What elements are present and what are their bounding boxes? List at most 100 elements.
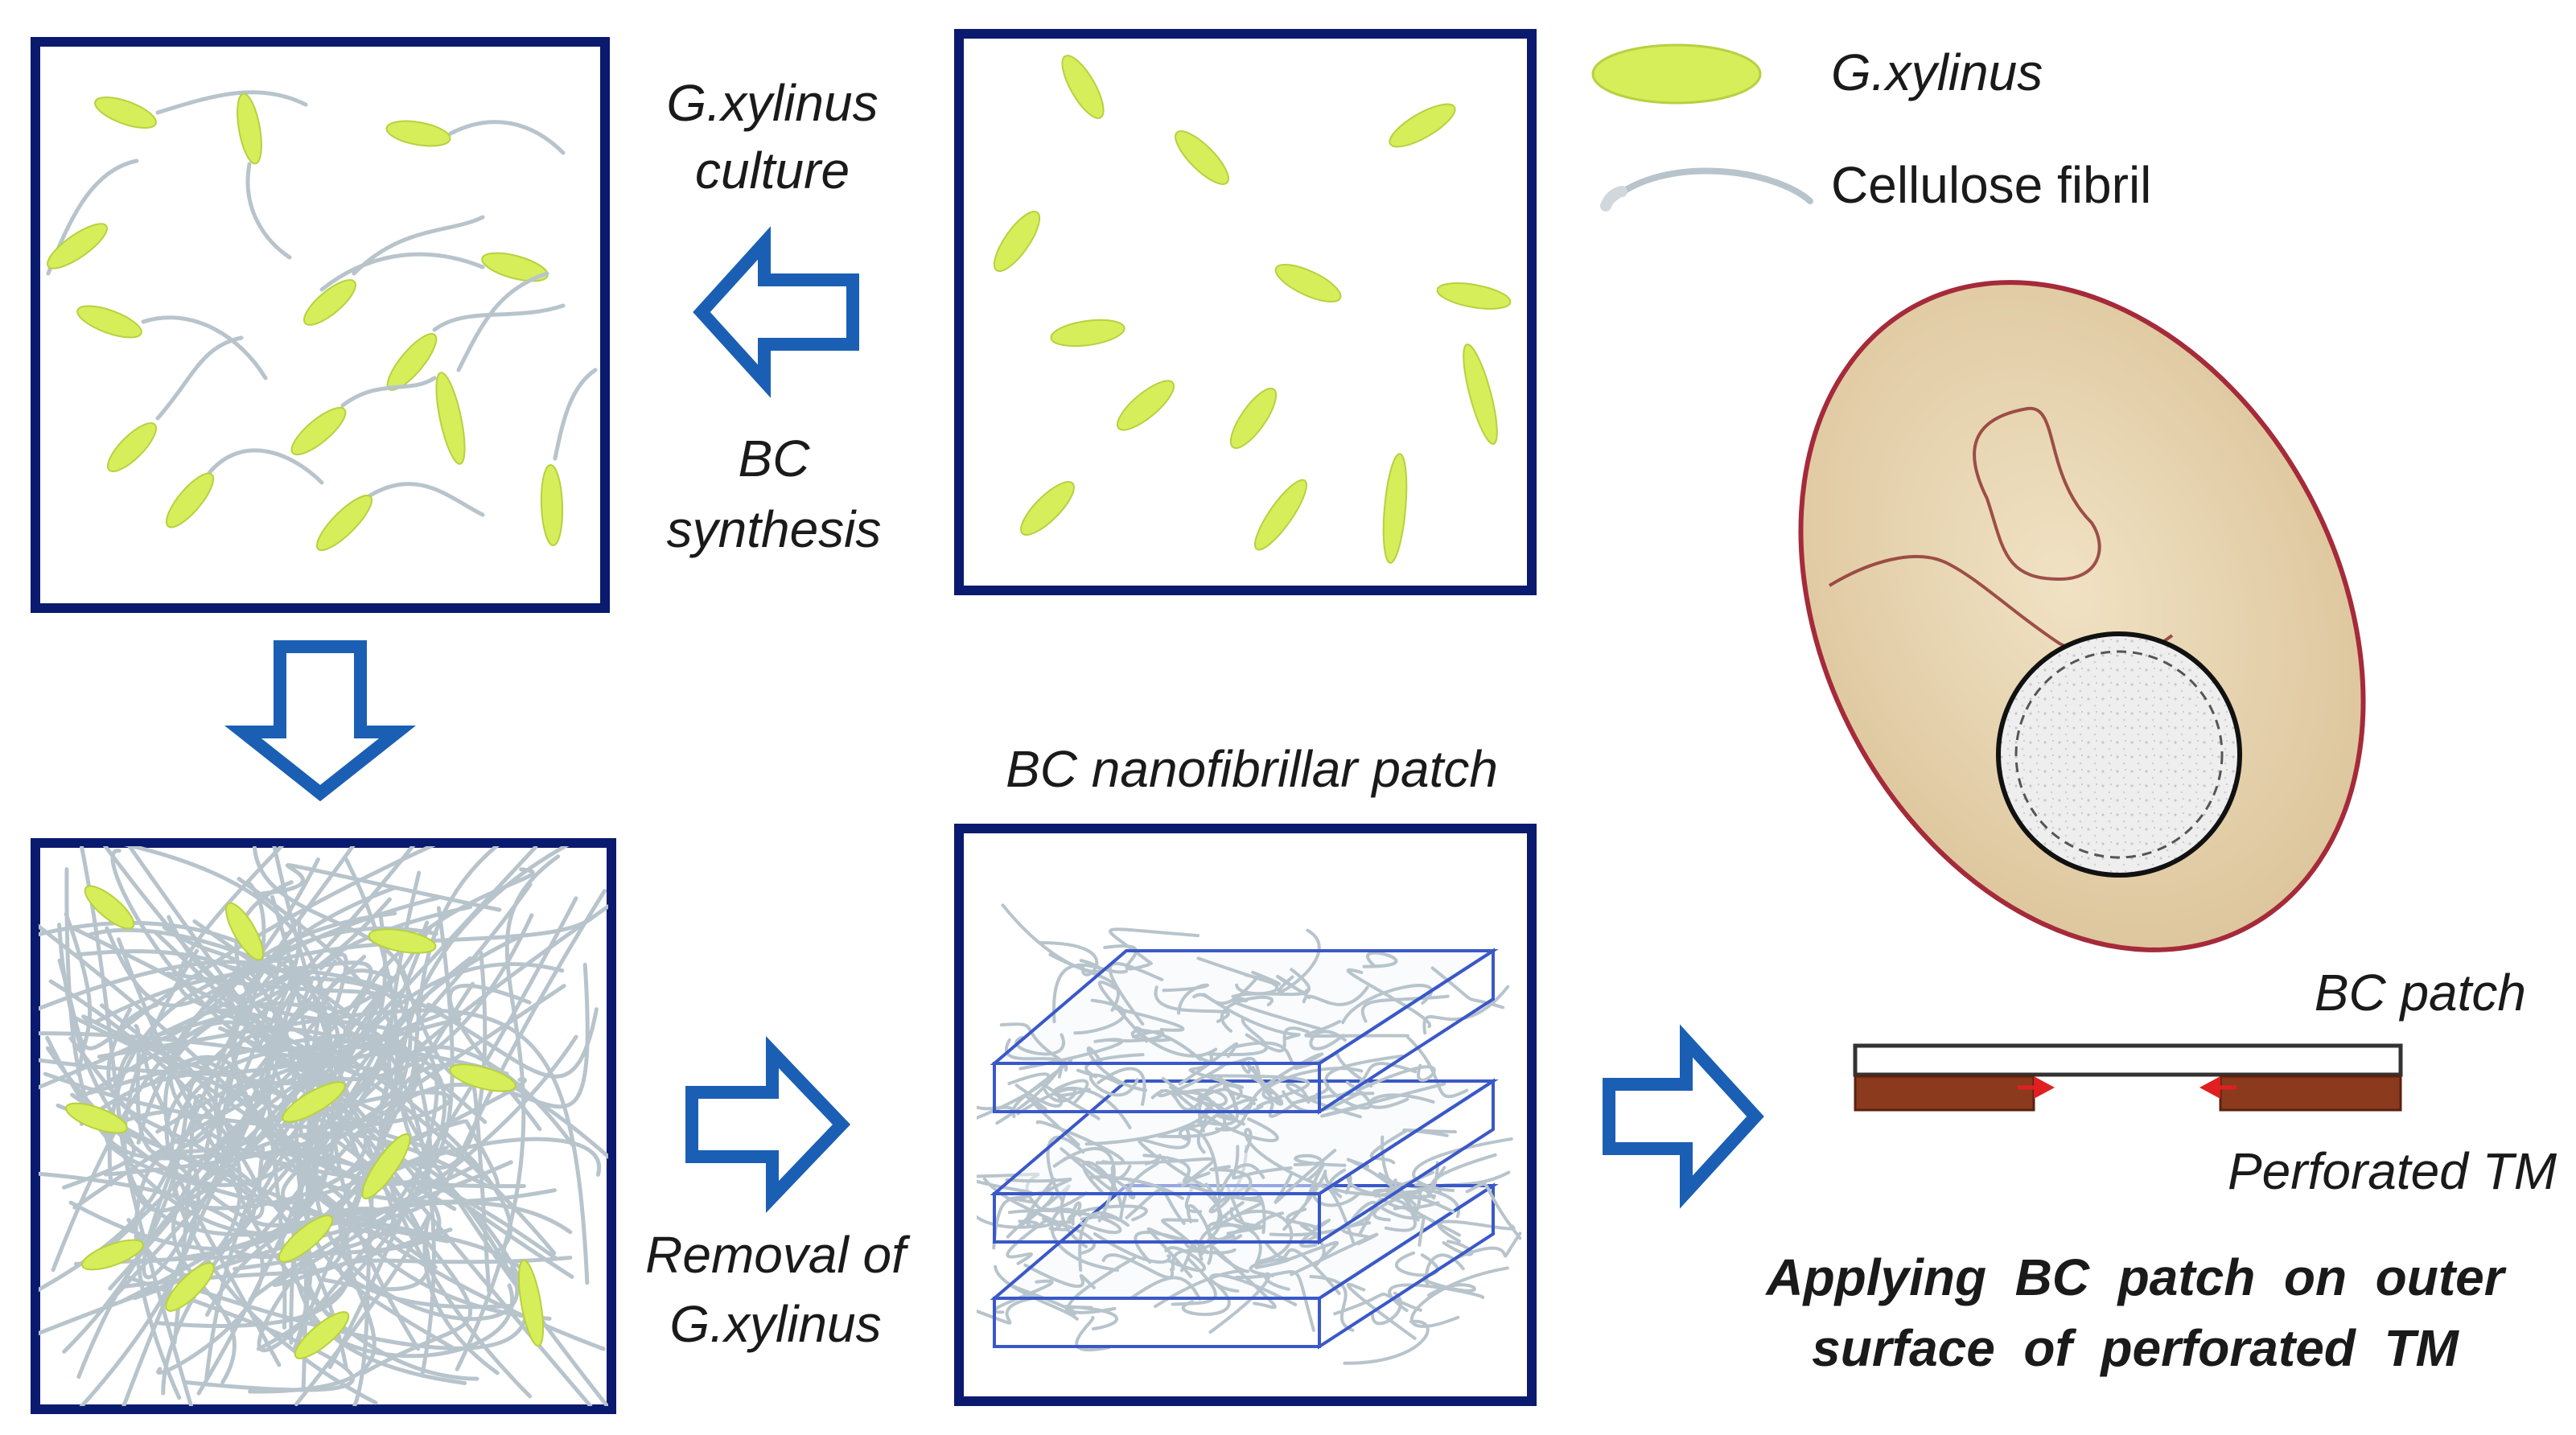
- cellulose-fibril: [1299, 1219, 1331, 1248]
- cellulose-fibril: [553, 368, 598, 461]
- cellulose-fibril: [261, 863, 502, 912]
- panel-bacteria: [954, 29, 1537, 595]
- label-culture-line1: G.xylinus: [666, 74, 878, 132]
- bacteria-group: [993, 55, 1512, 564]
- tympanic-membrane: [1798, 280, 2366, 952]
- cellulose-fibril: [352, 215, 485, 276]
- cellulose-fibril: [1277, 928, 1321, 993]
- tm-layer-left: [1854, 1075, 2035, 1112]
- legend-item-bacterium: G.xylinus: [1591, 43, 2043, 105]
- label-perforated-tm: Perforated TM: [2228, 1142, 2557, 1200]
- cellulose-fibril: [1232, 968, 1311, 998]
- cellulose-fibril: [1409, 1266, 1509, 1328]
- fibril-icon: [1603, 167, 1813, 209]
- cellulose-fibril: [1053, 1079, 1089, 1105]
- bacterium-icon: [84, 885, 135, 930]
- perforation-edge: [2014, 650, 2224, 859]
- cellulose-fibril: [999, 1022, 1068, 1065]
- cellulose-fibril: [1016, 1088, 1077, 1116]
- cellulose-fibril: [72, 1051, 447, 1351]
- marker-right-icon: [2199, 1076, 2220, 1099]
- bacterium-icon: [540, 464, 564, 546]
- bacterium-icon: [165, 472, 215, 528]
- label-removal: Removal of G.xylinus: [645, 1226, 911, 1353]
- cellulose-fibril: [977, 1297, 1035, 1325]
- cellulose-fibril: [1388, 1283, 1485, 1313]
- cellulose-fibril: [1212, 1245, 1277, 1310]
- cellulose-fibril: [1089, 1073, 1139, 1097]
- bacterium-icon: [294, 1311, 350, 1359]
- panel-culture-fibrils: [31, 37, 610, 613]
- cellulose-fibril: [455, 854, 561, 1371]
- cellulose-fibril: [319, 252, 485, 292]
- bacterium-icon: [517, 1259, 545, 1347]
- cellulose-fibril: [456, 271, 549, 372]
- slab-outline: [1318, 1078, 1495, 1245]
- cellulose-fibril: [1385, 1188, 1407, 1211]
- bacterium-icon: [993, 210, 1041, 273]
- bacterium-icon: [65, 1102, 128, 1134]
- eardrum-details: [1828, 406, 2242, 878]
- bacterium-icon: [1436, 282, 1512, 310]
- cellulose-fibril: [1134, 1026, 1218, 1058]
- cellulose-fibril: [1309, 1030, 1347, 1051]
- cellulose-fibril: [448, 120, 566, 155]
- cellulose-fibril: [1215, 1101, 1253, 1132]
- cellulose-fibril: [1052, 963, 1128, 1024]
- bacterium-icon: [107, 422, 157, 472]
- cellulose-fibril: [257, 896, 578, 1353]
- cellulose-fibril: [1290, 1092, 1375, 1105]
- bacterium-icon: [481, 252, 549, 282]
- cellulose-fibril: [1402, 1128, 1457, 1137]
- cellulose-fibril: [368, 482, 485, 517]
- cellulose-fibril: [1114, 1006, 1185, 1032]
- cellulose-fibril: [302, 1137, 602, 1333]
- bacterium-icon: [165, 1262, 215, 1312]
- tm-layer-right: [2219, 1075, 2402, 1112]
- cellulose-fibril: [1014, 1033, 1065, 1056]
- bacterium-icon: [1050, 319, 1125, 347]
- cellulose-fibril: [1274, 1149, 1337, 1204]
- cellulose-fibril: [1062, 1201, 1082, 1227]
- cellulose-fibril: [1025, 1178, 1065, 1231]
- cellulose-fibril: [116, 894, 315, 1207]
- cellulose-fibril: [1422, 1278, 1476, 1297]
- legend-label-bacterium: G.xylinus: [1831, 43, 2043, 101]
- cellulose-fibril: [1178, 1042, 1239, 1086]
- cellulose-fibril: [245, 162, 292, 260]
- cellulose-fibril: [1142, 1153, 1211, 1183]
- label-synthesis-line1: BC: [739, 430, 811, 487]
- cellulose-fibril: [1067, 1204, 1148, 1224]
- cellulose-fibril: [39, 1171, 265, 1375]
- bacterium-icon: [81, 1239, 144, 1271]
- cellulose-fibril: [1381, 1207, 1426, 1247]
- cellulose-fibril: [118, 981, 475, 1289]
- panel-fibril-network: [31, 838, 616, 1414]
- cellulose-fibril: [1360, 994, 1450, 1023]
- bacterium-icon: [290, 406, 347, 456]
- cellulose-fibril: [1023, 1263, 1096, 1289]
- bacterium-icon: [282, 1081, 346, 1123]
- marker-left-icon: [2034, 1076, 2055, 1099]
- bacterium-icon: [361, 1133, 411, 1200]
- bacterium-icon: [1116, 380, 1175, 431]
- label-removal-line1: Removal of: [645, 1226, 911, 1284]
- cellulose-fibril: [1097, 981, 1149, 1043]
- label-bc-patch: BC patch: [2315, 964, 2526, 1022]
- arrow-right-icon: [1603, 1024, 1764, 1209]
- bacterium-icon: [368, 928, 437, 954]
- bacteria-with-fibrils: [46, 90, 598, 551]
- label-synthesis-line2: synthesis: [667, 500, 882, 558]
- arrow-down-icon: [224, 640, 416, 802]
- cellulose-fibril: [1162, 983, 1209, 1015]
- bacterium-icon: [1274, 263, 1342, 303]
- label-patch-title: BC nanofibrillar patch: [1006, 740, 1498, 798]
- cellulose-fibril: [155, 870, 422, 1134]
- label-culture: G.xylinus culture: [666, 74, 878, 199]
- cellulose-fibril: [1406, 1035, 1469, 1099]
- cellulose-fibril: [1346, 968, 1431, 1029]
- arrow-right-icon: [685, 1036, 851, 1213]
- bacterium-icon: [303, 279, 356, 326]
- cellulose-fibril: [1164, 1246, 1206, 1273]
- cellulose-fibril: [1320, 1082, 1446, 1118]
